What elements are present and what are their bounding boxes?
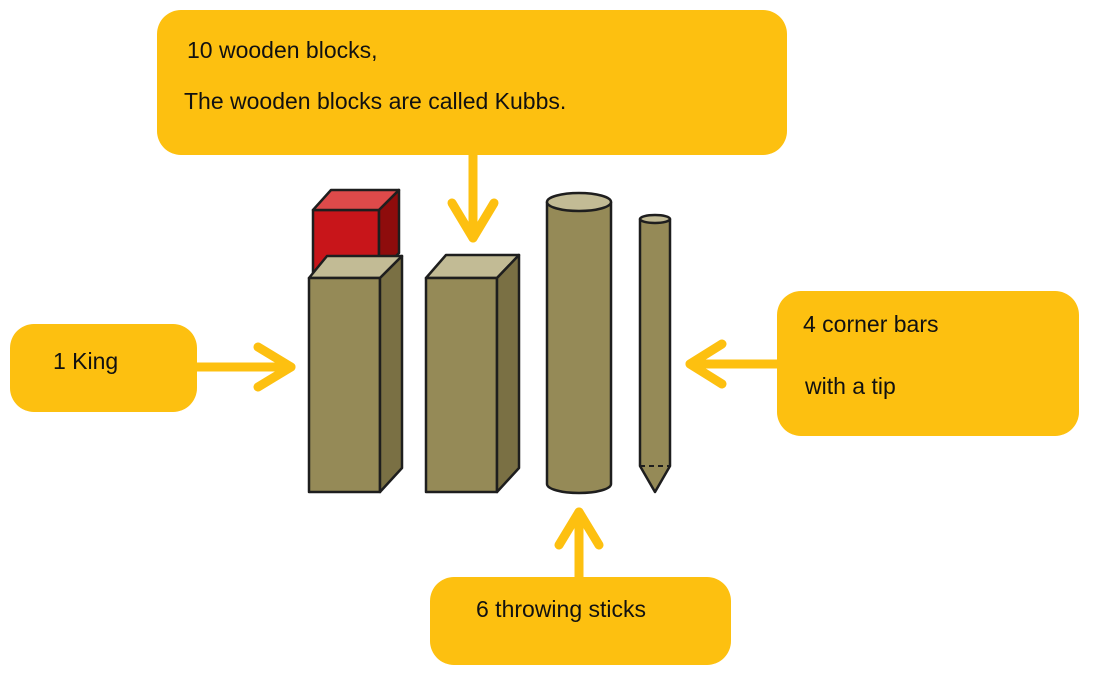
stick-body [545, 202, 613, 495]
callout-corner-bars: 4 corner bars with a tip [777, 291, 1079, 436]
callout-throwing-sticks-label: 6 throwing sticks [476, 596, 647, 622]
king-body-side [378, 254, 404, 494]
stick-top [545, 191, 613, 213]
kubb-block [424, 253, 521, 494]
kubb-front [424, 276, 499, 494]
callout-wooden-blocks-line2: The wooden blocks are called Kubbs. [184, 88, 567, 114]
arrow-to-throwing-stick [554, 507, 604, 582]
callout-corner-bars-line2: with a tip [805, 373, 896, 399]
callout-king: 1 King [10, 324, 197, 412]
king-piece [307, 188, 404, 494]
callout-corner-bars-line1: 4 corner bars [803, 311, 939, 337]
arrow-to-king [192, 342, 296, 392]
callout-king-label: 1 King [53, 348, 119, 374]
throwing-stick [545, 191, 613, 495]
arrow-to-corner-bar [685, 339, 782, 389]
callout-wooden-blocks-line1: 10 wooden blocks, [187, 37, 378, 63]
king-body-front [307, 276, 382, 494]
corner-bar-body [638, 219, 672, 494]
callout-wooden-blocks: 10 wooden blocks, The wooden blocks are … [157, 10, 787, 155]
arrow-to-kubb [447, 150, 499, 243]
king-crown-side [377, 188, 401, 275]
corner-bar [638, 213, 672, 494]
kubb-side [495, 253, 521, 494]
corner-bar-top [638, 213, 672, 225]
callout-throwing-sticks: 6 throwing sticks [430, 577, 731, 665]
